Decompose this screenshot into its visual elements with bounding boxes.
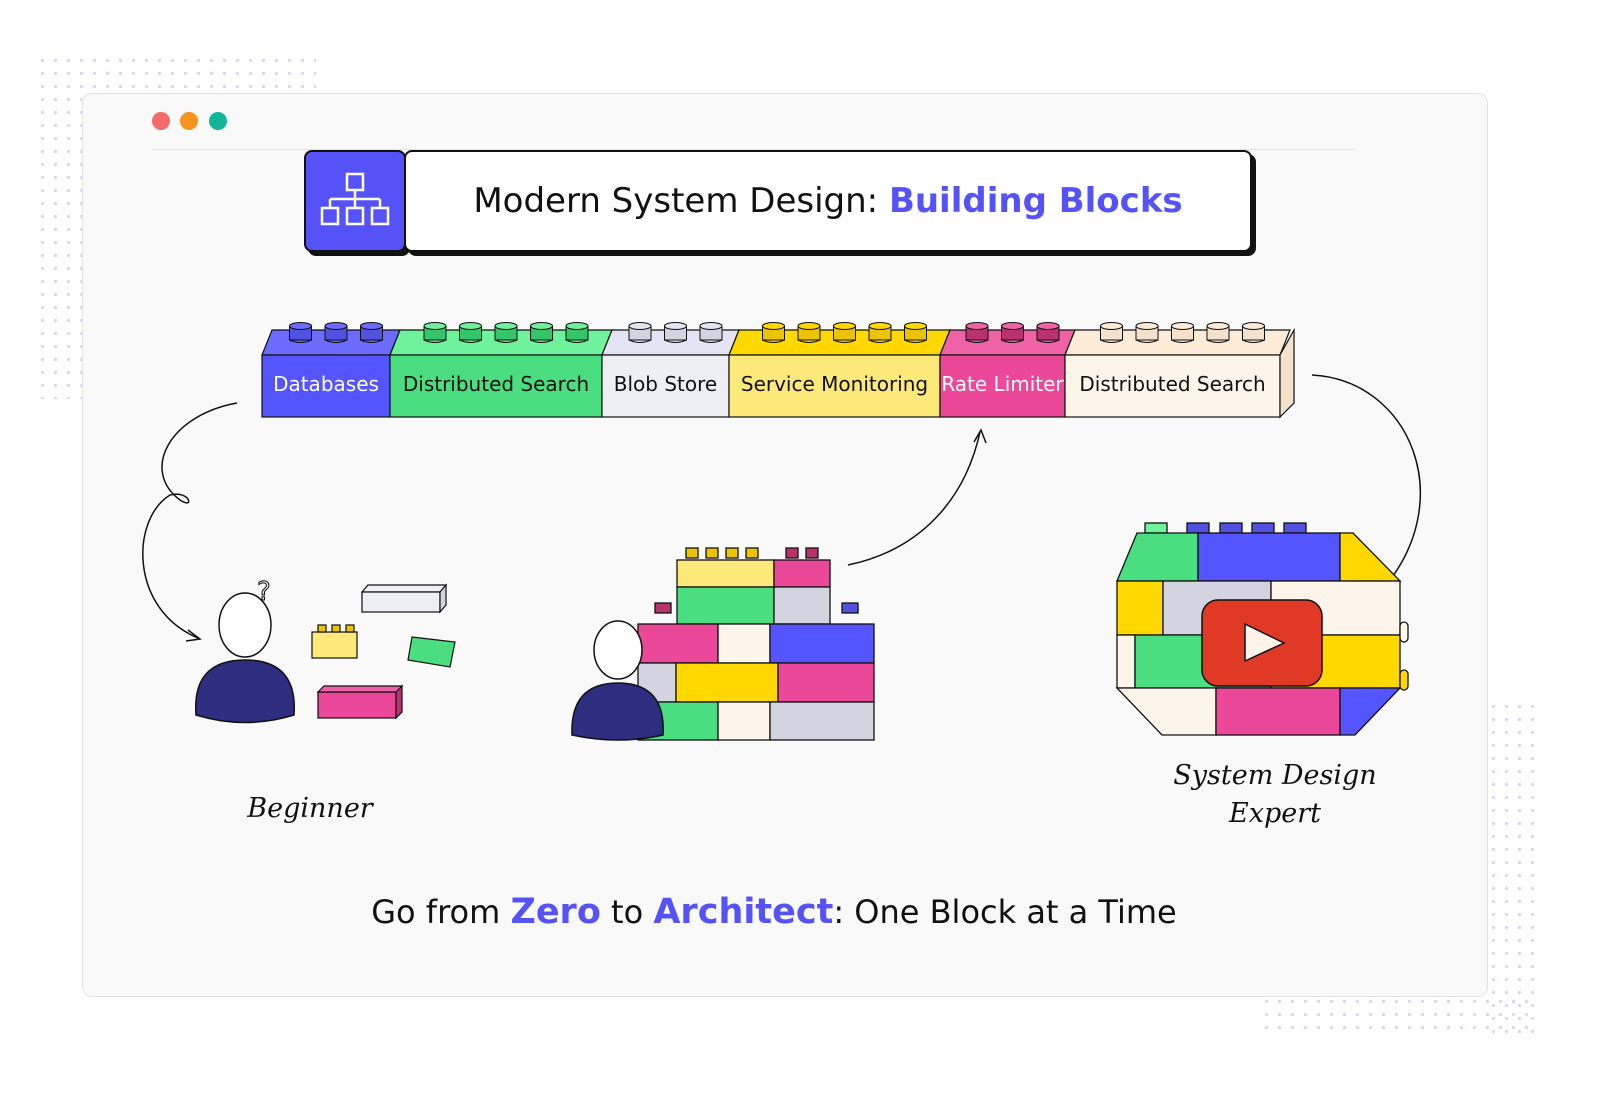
block-distributed-search: Distributed Search	[389, 322, 613, 418]
block-stud-top	[664, 322, 687, 330]
window-minimize-dot[interactable]	[180, 112, 198, 130]
block-service-monitoring: Service Monitoring	[728, 322, 951, 418]
window-close-dot[interactable]	[152, 112, 170, 130]
block-stud-top	[1135, 322, 1159, 330]
tagline: Go from Zero to Architect: One Block at …	[0, 892, 1548, 932]
block-databases: Databases	[261, 322, 401, 418]
hierarchy-icon	[304, 150, 406, 252]
block-stud-top	[289, 322, 312, 330]
expert-label-line1: System Design	[1173, 760, 1377, 791]
divider	[152, 149, 1355, 150]
block-label: Service Monitoring	[741, 372, 928, 396]
arrow-head	[185, 629, 202, 642]
beginner-person: ?	[195, 577, 295, 724]
arrow-to-expert	[1311, 374, 1421, 591]
block-label: Distributed Search	[403, 372, 589, 396]
building-blocks-row: Databases Distributed Search Blob Store Ser…	[261, 322, 1295, 419]
block-stud-top	[762, 322, 785, 330]
dot-pattern-bottom	[1260, 995, 1537, 1035]
block-stud-top	[628, 322, 652, 330]
block-stud-top	[1001, 322, 1024, 330]
block-stud-top	[965, 322, 989, 330]
block-stud-top	[797, 322, 821, 330]
block-blob-store: Blob Store	[601, 322, 740, 418]
block-stud-top	[565, 322, 589, 330]
block-stud-top	[324, 322, 348, 330]
block-stud-top	[423, 322, 447, 330]
tagline-text: to	[600, 893, 654, 931]
block-stud-top	[459, 322, 482, 330]
block-stud-top	[904, 322, 927, 330]
block-front	[1064, 354, 1281, 418]
page-title: Modern System Design: Building Blocks	[404, 150, 1252, 252]
block-stud-top	[833, 322, 856, 330]
block-row-side	[1279, 327, 1295, 419]
play-button-icon	[1201, 599, 1323, 687]
block-stud-top	[1242, 322, 1265, 330]
block-stud-top	[1100, 322, 1123, 330]
expert-brick-shape	[1115, 522, 1409, 736]
block-rate-limiter: Rate Limiter	[939, 322, 1076, 418]
block-label: Distributed Search	[1079, 372, 1265, 396]
beginner-label: Beginner	[247, 793, 373, 824]
dot-pattern-bottom-right	[1487, 700, 1537, 1040]
block-stud-top	[868, 322, 892, 330]
block-stud-top	[494, 322, 518, 330]
block-distributed-search: Distributed Search	[1064, 322, 1291, 418]
block-front	[261, 354, 391, 418]
tagline-architect: Architect	[653, 892, 834, 932]
dot-pattern-top-left	[36, 54, 316, 94]
expert-label-line2: Expert	[1229, 798, 1321, 829]
arrow-to-blocks	[847, 431, 981, 566]
tagline-zero: Zero	[510, 892, 601, 932]
block-stud-top	[530, 322, 553, 330]
block-stud-top	[360, 322, 383, 330]
builder-person	[571, 620, 664, 741]
block-front	[389, 354, 603, 418]
block-label: Rate Limiter	[941, 372, 1064, 396]
arrow-to-beginner	[142, 402, 238, 639]
block-label: Databases	[273, 372, 379, 396]
block-stud-top	[699, 322, 723, 330]
dot-pattern-left	[36, 54, 82, 399]
block-stud-top	[1036, 322, 1060, 330]
tagline-text: : One Block at a Time	[833, 893, 1177, 931]
brick-wall	[637, 547, 875, 741]
tagline-text: Go from	[371, 893, 511, 931]
window-maximize-dot[interactable]	[209, 112, 227, 130]
block-stud-top	[1206, 322, 1230, 330]
title-highlight: Building Blocks	[888, 181, 1183, 221]
block-stud-top	[1171, 322, 1194, 330]
loose-bricks	[311, 583, 456, 720]
block-label: Blob Store	[614, 372, 717, 396]
title-prefix: Modern System Design:	[473, 181, 889, 221]
svg-text:?: ?	[257, 577, 271, 607]
arrow-head	[973, 428, 987, 444]
